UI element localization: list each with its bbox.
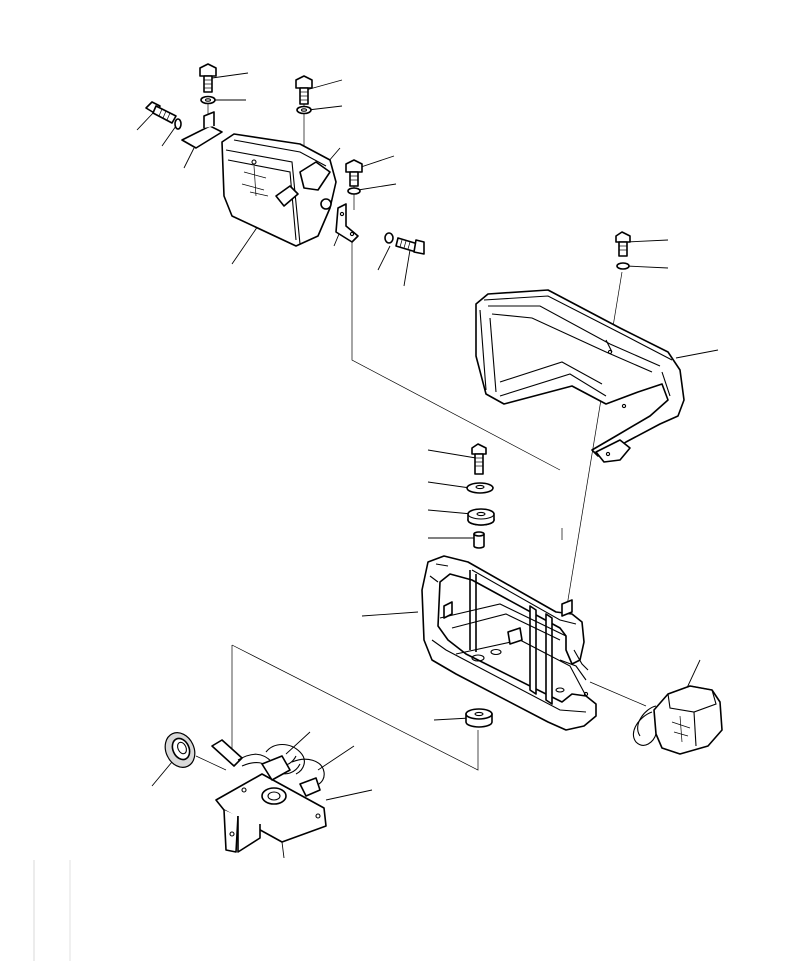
washer-side-left (174, 118, 182, 130)
lamp-bracket-lower (211, 739, 327, 853)
washer-center (466, 482, 494, 494)
guard-frame (421, 555, 597, 731)
cushion-upper (467, 508, 495, 526)
collar-spacer (473, 531, 485, 549)
grommet (164, 732, 196, 768)
small-bracket-left (181, 111, 223, 149)
bolt-center (471, 443, 487, 475)
scan-edge-marks (33, 860, 71, 961)
bolt-right-upper (615, 231, 631, 257)
washer-right-upper (616, 262, 630, 270)
rear-lamp (632, 685, 723, 755)
bolt-upper-mid (345, 159, 363, 187)
cushion-lower (465, 708, 493, 728)
l-bracket-mid (335, 203, 359, 243)
washer-upper-mid (347, 187, 361, 195)
washer-upper-left-1 (200, 95, 216, 105)
lamp-guard (475, 289, 685, 463)
washer-upper-left-2 (296, 105, 312, 115)
bolt-side-left (145, 101, 177, 124)
bolt-upper-left-2 (295, 75, 313, 105)
work-lamp-upper (221, 133, 337, 247)
washer-side-mid (384, 232, 394, 244)
bolt-upper-left-1 (199, 63, 217, 93)
bolt-side-mid (395, 237, 425, 255)
